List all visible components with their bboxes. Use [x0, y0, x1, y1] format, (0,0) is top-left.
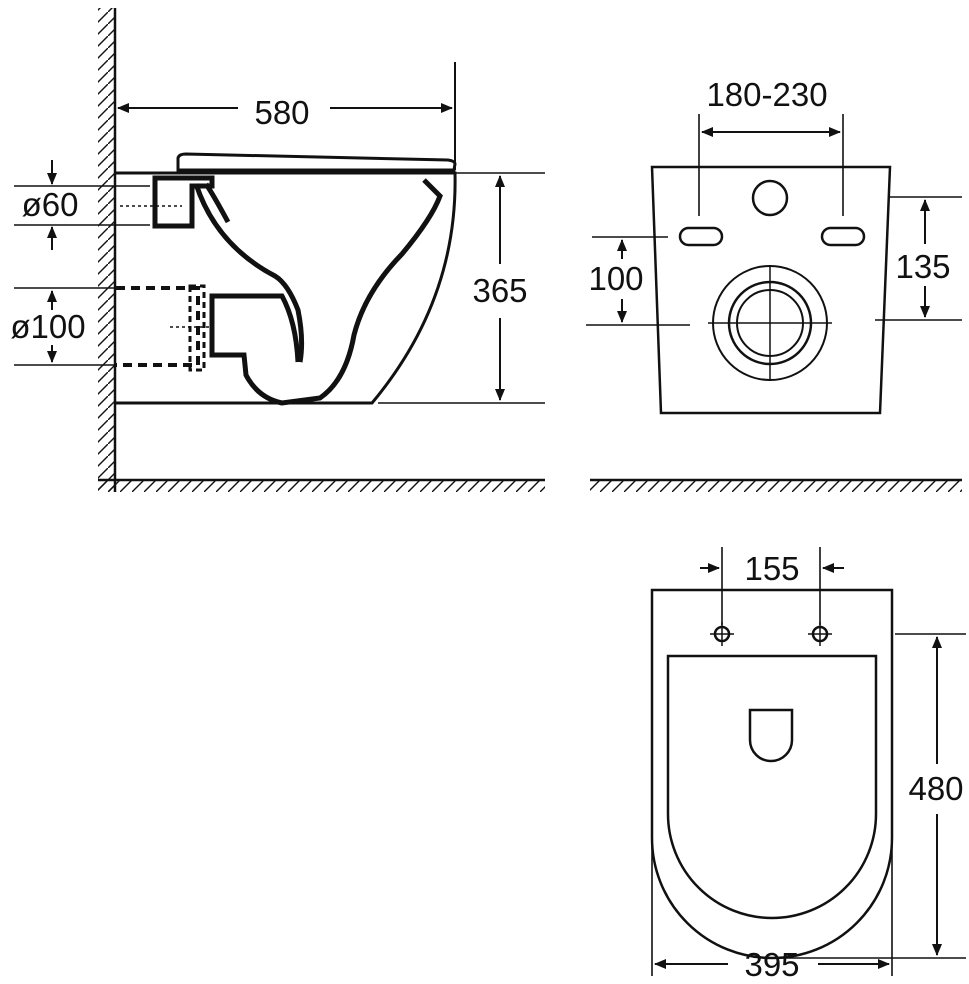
inlet-diameter-dimension: ø60	[14, 160, 150, 250]
height-label: 365	[472, 272, 527, 309]
outlet-diameter-dimension: ø100	[10, 287, 116, 366]
seat-hole-left	[710, 622, 734, 646]
toilet-side-body	[116, 152, 545, 406]
depth-label: 580	[254, 94, 309, 131]
side-view: 580 365 ø60 ø100	[10, 8, 545, 492]
outlet-diameter-label: ø100	[10, 308, 85, 345]
inlet-hole	[751, 179, 789, 217]
top-outer-outline	[650, 588, 894, 960]
top-inner-seat	[666, 654, 878, 920]
seat-hole-spacing-dimension: 155	[700, 547, 844, 625]
bolt-spacing-label: 180-230	[706, 76, 827, 113]
rear-body-outline	[650, 165, 892, 415]
length-dimension: 480	[774, 633, 966, 959]
height-dimension: 365	[378, 175, 545, 404]
width-dimension: 395	[651, 840, 893, 983]
inlet-diameter-label: ø60	[22, 186, 79, 223]
top-view: 155 480 395	[650, 547, 966, 983]
flush-opening	[748, 708, 794, 763]
bolt-spacing-dimension: 180-230	[698, 76, 844, 216]
depth-dimension: 580	[117, 62, 456, 170]
outlet-circle	[708, 265, 832, 381]
rear-view: 180-230 100 135	[586, 76, 962, 492]
length-label: 480	[908, 770, 963, 807]
bolt-height-dimension: 135	[875, 196, 962, 321]
floor-left	[98, 478, 545, 492]
outlet-height-dimension: 100	[586, 236, 690, 326]
width-label: 395	[744, 946, 799, 983]
floor-right	[590, 478, 962, 492]
bolt-height-label: 135	[895, 248, 950, 285]
bolt-slot-right	[820, 226, 866, 247]
seat-hole-right	[808, 622, 832, 646]
outlet-height-label: 100	[588, 260, 643, 297]
seat-hole-spacing-label: 155	[744, 550, 799, 587]
wall	[98, 8, 117, 492]
bolt-slot-left	[678, 226, 724, 247]
